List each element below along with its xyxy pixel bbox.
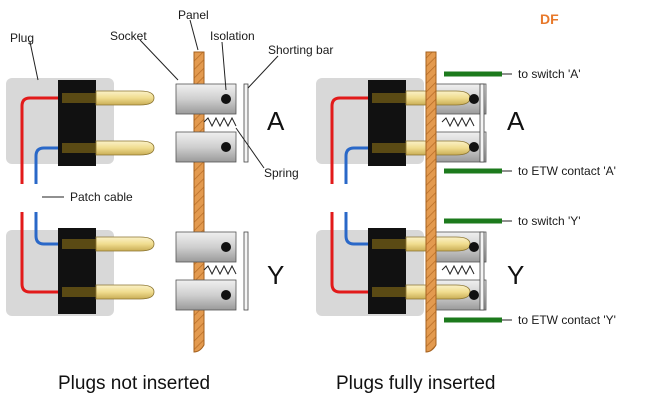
panel-right — [425, 51, 437, 353]
channel-y-right: Y — [507, 260, 524, 290]
label-panel: Panel — [178, 8, 209, 22]
label-patch-cable: Patch cable — [70, 190, 133, 204]
label-shorting-bar: Shorting bar — [268, 43, 333, 57]
plug-pins-left — [62, 90, 155, 300]
right-diagram: to switch 'A' to ETW contact 'A' to swit… — [316, 51, 616, 394]
patch-cable-red — [20, 96, 62, 294]
patch-cable-red-r — [330, 96, 372, 294]
channel-a-right: A — [507, 106, 525, 136]
sockets-left — [175, 83, 249, 311]
panel-left — [193, 51, 205, 353]
plug-body-top — [58, 80, 96, 166]
patch-cable-blue-r — [344, 146, 372, 246]
shorting-bars-right — [441, 83, 485, 311]
label-isolation: Isolation — [210, 29, 255, 43]
caption-right: Plugs fully inserted — [336, 373, 495, 394]
plug-body-top-r — [368, 80, 406, 166]
wire-label-3: to switch 'Y' — [518, 214, 581, 228]
wire-label-4: to ETW contact 'Y' — [518, 313, 616, 327]
df-logo: DF — [540, 11, 559, 27]
channel-a-left: A — [267, 106, 285, 136]
caption-left: Plugs not inserted — [58, 373, 210, 394]
plug-pins-right — [372, 90, 479, 300]
wire-leaders — [502, 73, 512, 321]
label-spring: Spring — [264, 166, 299, 180]
green-wires — [444, 71, 502, 323]
wire-label-1: to switch 'A' — [518, 67, 581, 81]
label-socket: Socket — [110, 29, 147, 43]
left-diagram: Plug Socket Panel Isolation Shorting bar… — [6, 8, 333, 394]
wire-label-2: to ETW contact 'A' — [518, 164, 616, 178]
channel-y-left: Y — [267, 260, 284, 290]
label-plug: Plug — [10, 31, 34, 45]
patch-cable-blue — [34, 146, 62, 246]
leader-lines-left — [29, 19, 279, 198]
